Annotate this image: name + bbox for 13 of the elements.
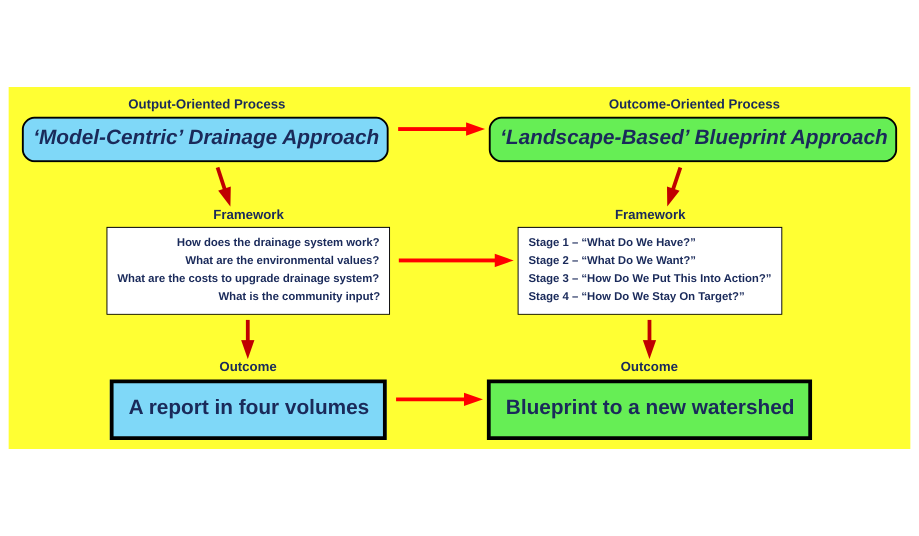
arrow — [398, 254, 514, 268]
arrow — [241, 320, 254, 360]
node-label: Output-Oriented Process — [128, 96, 286, 112]
arrow — [396, 392, 483, 406]
node-label: Framework — [614, 207, 686, 222]
node-label: Outcome — [620, 359, 678, 374]
node-label: Framework — [213, 207, 284, 222]
arrow — [642, 320, 656, 360]
arrow — [216, 166, 231, 207]
arrow — [398, 122, 486, 136]
node-label: Outcome — [219, 359, 277, 374]
node-label: Outcome-Oriented Process — [608, 96, 780, 112]
arrow — [667, 166, 682, 207]
